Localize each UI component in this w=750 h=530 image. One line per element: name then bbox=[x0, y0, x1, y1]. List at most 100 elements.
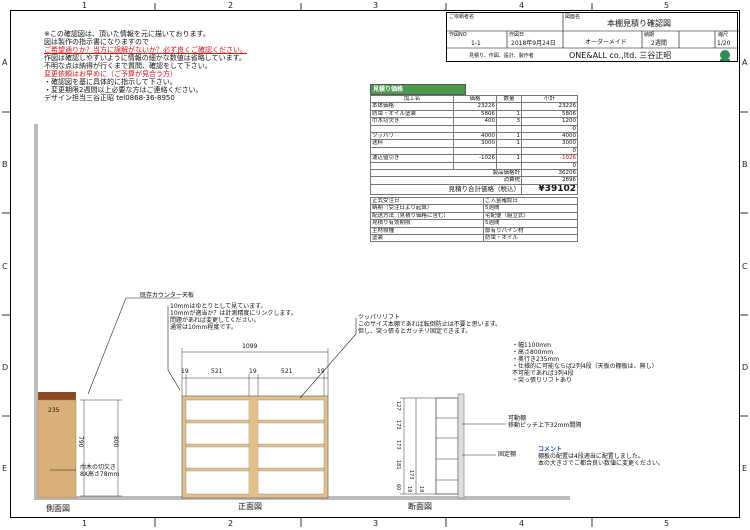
gap-note: 10mmはゆとりとして見ています。 10mmが適当か？は計測精度にリンクします。… bbox=[170, 303, 297, 331]
spec-line-2: ・高さ800mm bbox=[512, 349, 554, 356]
grid-row-d-right: D bbox=[742, 363, 749, 372]
col-header-subtotal: 小計 bbox=[521, 94, 578, 104]
note-line-5: 不明な点は納得が行くまで質問、確認をして下さい。 bbox=[44, 62, 212, 70]
page-number: 1-1 bbox=[471, 40, 481, 47]
tsuppari-note: ツッパリリフト このサイズ本棚であれば転倒防止は不要と思います。 但し、突っ張る… bbox=[358, 314, 501, 335]
delivery-label: 納期 bbox=[644, 32, 655, 38]
grid-col-4-bottom: 4 bbox=[519, 519, 525, 528]
spec-line-4: ・仕様的に可能ならば2列4段（天板の棚板は、無し） bbox=[512, 363, 658, 370]
comment-line-1: 棚板の配置は4段適当に配置しました。 bbox=[538, 453, 644, 460]
counter-note: 既存カウンター天板 bbox=[140, 292, 195, 299]
grid-col-2-bottom: 2 bbox=[228, 519, 234, 528]
grid-col-1: 1 bbox=[82, 1, 88, 10]
dim-side-height-800: 800 bbox=[112, 436, 119, 448]
section-view-shape bbox=[435, 393, 465, 499]
dim-section-4: 181 bbox=[395, 460, 401, 470]
grid-row-e-right: E bbox=[742, 464, 748, 473]
spec-line-6: ・突っ張りリフトあり bbox=[512, 377, 573, 384]
note-line-4: 作図は確認しやすいように情報の細かな数値は省略しています。 bbox=[44, 54, 246, 62]
movable-note-line-1: 可動棚 bbox=[508, 415, 527, 422]
table-row: 塗装防虫・オイル bbox=[370, 233, 578, 243]
dim-front-part-4: 521 bbox=[281, 368, 293, 375]
grid-col-5: 5 bbox=[664, 1, 670, 10]
title-label: 図面名 bbox=[565, 14, 581, 20]
dim-section-2: 173 bbox=[395, 420, 401, 430]
title-block: ご依頼者名 図面名 本棚見積り確認図 作図NO 1-1 作図日 2018年9月2… bbox=[446, 12, 739, 62]
front-view-shelf bbox=[181, 395, 329, 499]
gap-note-line-4: 通常は10mm程度です。 bbox=[170, 324, 237, 331]
grid-col-1-bottom: 1 bbox=[82, 519, 88, 528]
gap-note-line-1: 10mmはゆとりとして見ています。 bbox=[170, 303, 267, 310]
note-line-7: ・確認図を基に具体的に指示して下さい。 bbox=[44, 78, 177, 86]
tsuppari-note-line-3: 但し、突っ張るとガッチリ固定できます。 bbox=[358, 328, 472, 335]
dim-side-depth: 235 bbox=[48, 407, 60, 414]
grid-row-e: E bbox=[2, 464, 8, 473]
dim-section-bottom-1: 19 bbox=[406, 486, 412, 493]
order-info-table: 正式受注日ご入金確認日 納期（受注日より起算）5週間 配送方法（見積り価格に含む… bbox=[370, 196, 578, 243]
spec-line-5: 不可能であれば3列4段 bbox=[512, 370, 574, 377]
cutout-note-line-1: 巾木の切欠き bbox=[80, 464, 117, 471]
dim-front-part-1: 19 bbox=[181, 368, 189, 375]
counter-top-shape bbox=[38, 392, 76, 400]
note-line-2: 図は製作の指示書になりますので bbox=[44, 38, 149, 46]
spec-line-3: ・奥行き235mm bbox=[512, 356, 560, 363]
note-line-6: 変更依頼はお早めに（ご予算が見合う方） bbox=[44, 70, 177, 78]
dim-section-1: 127 bbox=[395, 401, 401, 411]
drawing-frame bbox=[10, 10, 740, 518]
front-view-label: 正面図 bbox=[238, 502, 262, 511]
tsuppari-note-line-1: ツッパリリフト bbox=[358, 314, 401, 321]
grid-row-c-right: C bbox=[742, 262, 748, 271]
company-desc: 見積り、作図、設計、製作者 bbox=[469, 53, 534, 59]
movable-note-line-2: 移動ピッチ上下32mm間隔 bbox=[508, 422, 582, 429]
company-logo-icon bbox=[720, 50, 730, 61]
company-name: ONE&ALL co.,ltd. 三谷正昭 bbox=[569, 51, 672, 60]
grid-row-b-right: B bbox=[742, 160, 748, 169]
dim-section-6: 60 bbox=[395, 484, 401, 491]
order-type: オーダーメイド bbox=[585, 39, 627, 46]
estimate-header: 見積り価格 bbox=[370, 84, 466, 95]
note-line-3: ご希望通りか？当方に誤解がないか？必ず良くご確認ください。 bbox=[44, 46, 247, 54]
grand-total-value: ¥39102 bbox=[521, 183, 578, 195]
scale-label: 縮尺 bbox=[718, 32, 729, 38]
dim-front-part-3: 19 bbox=[249, 368, 257, 375]
page-label: 作図NO bbox=[449, 32, 467, 38]
cutout-note-line-2: 8X高さ78mm bbox=[80, 471, 120, 478]
section-view-label: 断面図 bbox=[408, 502, 432, 511]
grid-row-a-right: A bbox=[742, 58, 748, 67]
scale-value: 1/20 bbox=[717, 40, 731, 47]
grid-col-3: 3 bbox=[373, 1, 379, 10]
cutout-note: 巾木の切欠き 8X高さ78mm bbox=[80, 464, 119, 478]
movable-shelf-note: 可動棚 移動ピッチ上下32mm間隔 bbox=[508, 415, 581, 429]
dim-side-height-790: 790 bbox=[77, 436, 84, 448]
tax-value: 2896 bbox=[521, 176, 578, 185]
dim-section-3: 173 bbox=[395, 440, 401, 450]
grid-col-3-bottom: 3 bbox=[373, 519, 379, 528]
drawing-date: 2018年9月24日 bbox=[511, 40, 556, 47]
comment-box: コメント 棚板の配置は4段適当に配置しました。 本の大きさでご都合良い数値に変更… bbox=[538, 446, 664, 467]
grid-row-c: C bbox=[2, 262, 8, 271]
gap-note-line-3: 問題があれば変更してください。 bbox=[170, 317, 260, 324]
notes-block: ※この確認図は、頂いた情報を元に描いております。 図は製作の指示書になりますので… bbox=[44, 30, 294, 102]
grid-row-a: A bbox=[2, 58, 8, 67]
note-line-8: ・変更期限2週間以上必要な方はご連絡ください。 bbox=[44, 86, 203, 94]
fixed-shelf-note: 固定棚 bbox=[498, 451, 517, 458]
grid-row-b: B bbox=[2, 160, 8, 169]
tsuppari-note-line-2: このサイズ本棚であれば転倒防止は不要と思います。 bbox=[358, 321, 502, 328]
side-view-body bbox=[37, 399, 77, 499]
comment-line-2: 本の大きさでご都合良い数値に変更ください。 bbox=[538, 460, 665, 467]
side-view-label: 側面図 bbox=[46, 504, 70, 513]
title-block-lines bbox=[447, 13, 739, 49]
dim-section-5: 173 bbox=[408, 470, 414, 480]
delivery-value: 2週間 bbox=[651, 40, 667, 47]
spec-note: ・幅1100mm ・高さ800mm ・奥行き235mm ・仕様的に可能ならば2列… bbox=[512, 342, 658, 384]
comment-title: コメント bbox=[538, 446, 563, 453]
dim-front-part-5: 19 bbox=[317, 368, 325, 375]
estimate-col-header-row: 加工名 価格 数量 小計 bbox=[370, 94, 578, 104]
info-value: 防虫・オイル bbox=[483, 233, 578, 243]
